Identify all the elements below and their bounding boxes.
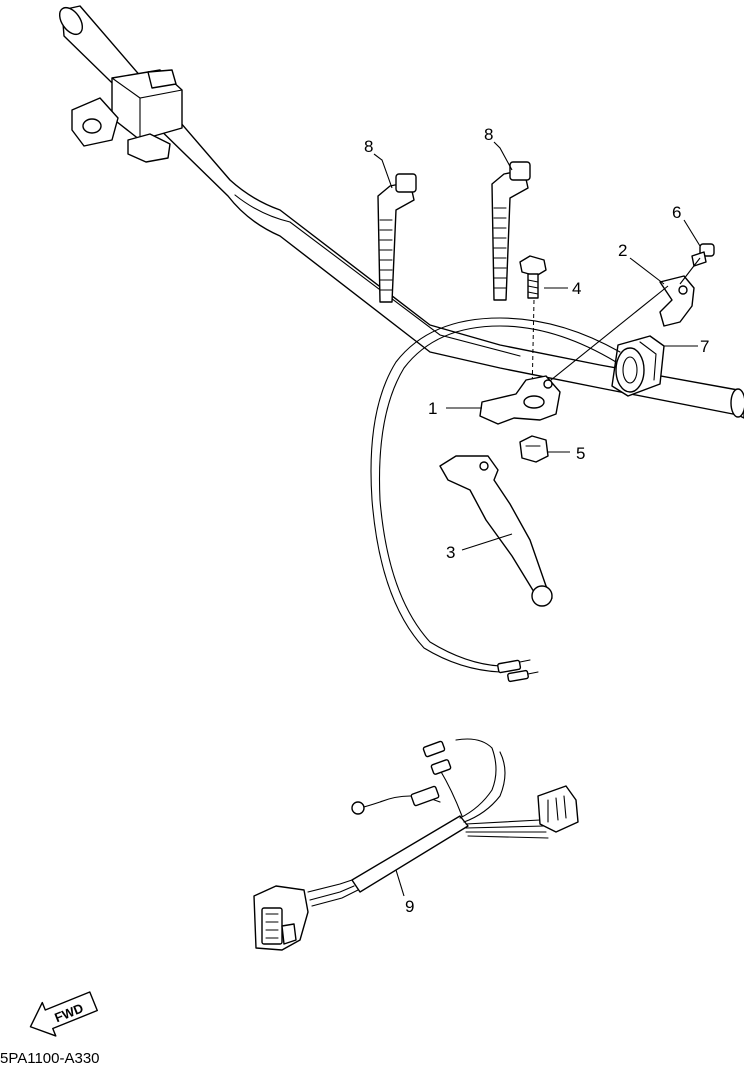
lever-holder bbox=[479, 375, 561, 425]
callout-4: 4 bbox=[572, 279, 581, 298]
callout-8-left: 8 bbox=[364, 137, 373, 156]
bolt bbox=[519, 255, 547, 299]
handlebar bbox=[58, 5, 744, 419]
wire-harness bbox=[253, 738, 579, 951]
handlebar-clamp-block bbox=[71, 69, 183, 163]
callout-9: 9 bbox=[405, 897, 414, 916]
nut bbox=[519, 435, 549, 463]
screw bbox=[691, 243, 715, 267]
callout-7: 7 bbox=[700, 337, 709, 356]
cable-tie-left bbox=[377, 173, 417, 303]
callout-8-right: 8 bbox=[484, 125, 493, 144]
leader-lines bbox=[373, 141, 701, 897]
reference-code: 5PA1100-A330 bbox=[0, 1050, 100, 1067]
callout-6: 6 bbox=[672, 203, 681, 222]
cap-axis-line bbox=[545, 285, 669, 385]
clutch-lever bbox=[439, 455, 553, 607]
fwd-arrow-icon: FWD bbox=[29, 991, 98, 1037]
callout-5: 5 bbox=[576, 444, 585, 463]
lever-holder-cap bbox=[659, 275, 695, 327]
handlebar-switch bbox=[611, 335, 665, 397]
callout-1: 1 bbox=[428, 399, 437, 418]
screw-axis-line bbox=[679, 257, 701, 285]
cable-tie-right bbox=[491, 161, 531, 301]
switch-cable bbox=[370, 317, 621, 683]
callout-2: 2 bbox=[618, 241, 627, 260]
callout-3: 3 bbox=[446, 543, 455, 562]
